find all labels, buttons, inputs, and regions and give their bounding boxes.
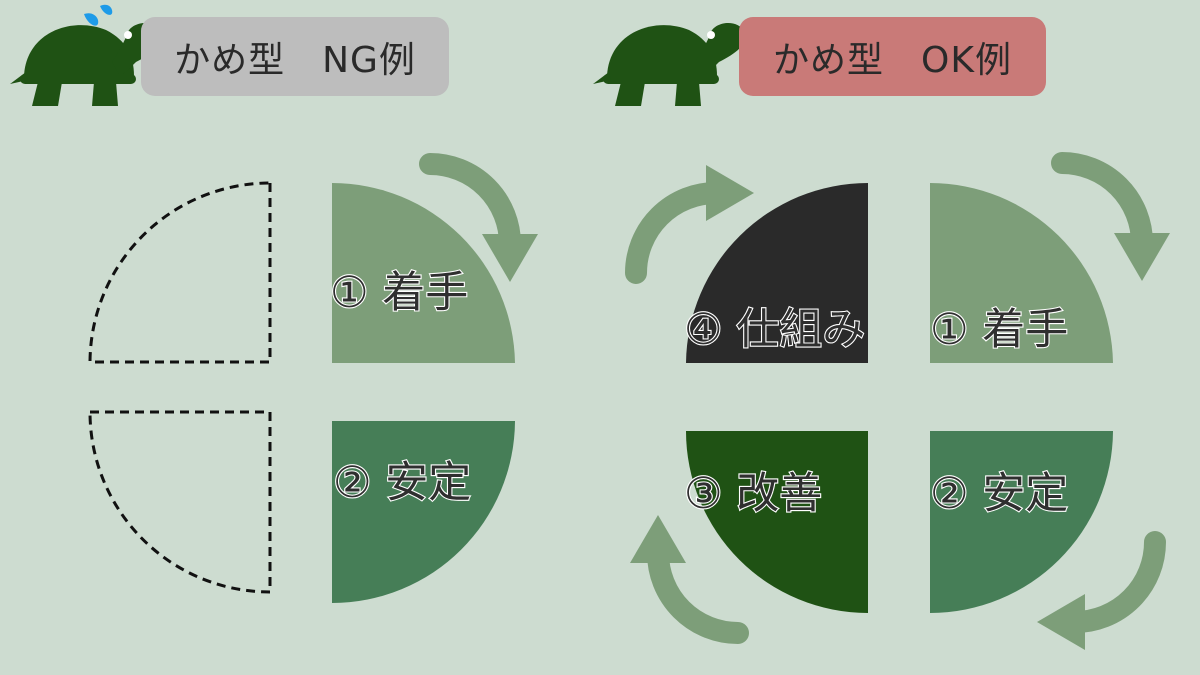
ng-example-title: かめ型 NG例 xyxy=(141,17,449,96)
quadrant-stable xyxy=(332,421,515,603)
empty-quadrant-outline xyxy=(88,410,272,594)
quadrant-start xyxy=(930,183,1113,363)
ok-step-label: ② 安定 xyxy=(930,469,1068,519)
ok-example-title: かめ型 OK例 xyxy=(739,17,1046,96)
ok-step-label: ④ 仕組み xyxy=(684,305,865,355)
quadrant-stable xyxy=(930,431,1113,613)
ok-step-label: ③ 改善 xyxy=(684,469,822,519)
quadrant-system xyxy=(686,183,868,363)
sweat-drop-icon xyxy=(84,13,99,26)
turtle-icon xyxy=(593,22,746,107)
sweating-turtle-icon xyxy=(10,4,163,107)
quadrant-start xyxy=(332,183,515,363)
ok-step-label: ① 着手 xyxy=(930,305,1068,355)
sweat-drop-icon xyxy=(100,4,113,15)
ng-step-label: ① 着手 xyxy=(330,268,468,318)
quadrant-improve xyxy=(686,431,868,613)
empty-quadrant-outline xyxy=(88,181,272,364)
ng-step-label: ② 安定 xyxy=(333,458,471,508)
